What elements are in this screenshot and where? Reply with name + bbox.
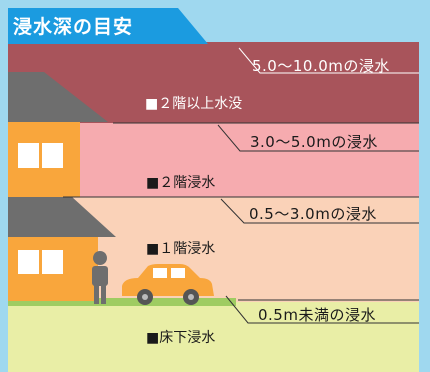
ground (8, 298, 236, 306)
upper-window-right (42, 143, 63, 168)
lower-window-right (42, 250, 63, 274)
lower-roof (8, 197, 116, 237)
category-label-2: ■２階浸水 (146, 175, 216, 191)
level-band-4 (8, 302, 419, 372)
car-icon (122, 264, 214, 305)
person-icon (92, 251, 108, 304)
title-tab (8, 8, 208, 44)
category-label-3: ■１階浸水 (146, 241, 216, 257)
category-label-1: ■２階以上水没 (145, 96, 243, 112)
upper-roof (8, 72, 108, 122)
range-label-3: 0.5〜3.0mの浸水 (249, 205, 377, 223)
leader-lines (63, 47, 419, 324)
page-title: 浸水深の目安 (13, 16, 134, 38)
range-label-4: 0.5m未満の浸水 (258, 306, 376, 324)
range-label-2: 3.0〜5.0mの浸水 (250, 133, 378, 151)
diagram-frame: 5.0〜10.0mの浸水 3.0〜5.0mの浸水 0.5〜3.0mの浸水 0.5… (8, 42, 419, 372)
lower-window-left (18, 250, 39, 274)
category-label-4: ■床下浸水 (146, 330, 216, 346)
range-label-1: 5.0〜10.0mの浸水 (252, 57, 390, 75)
upper-window-left (18, 143, 39, 168)
